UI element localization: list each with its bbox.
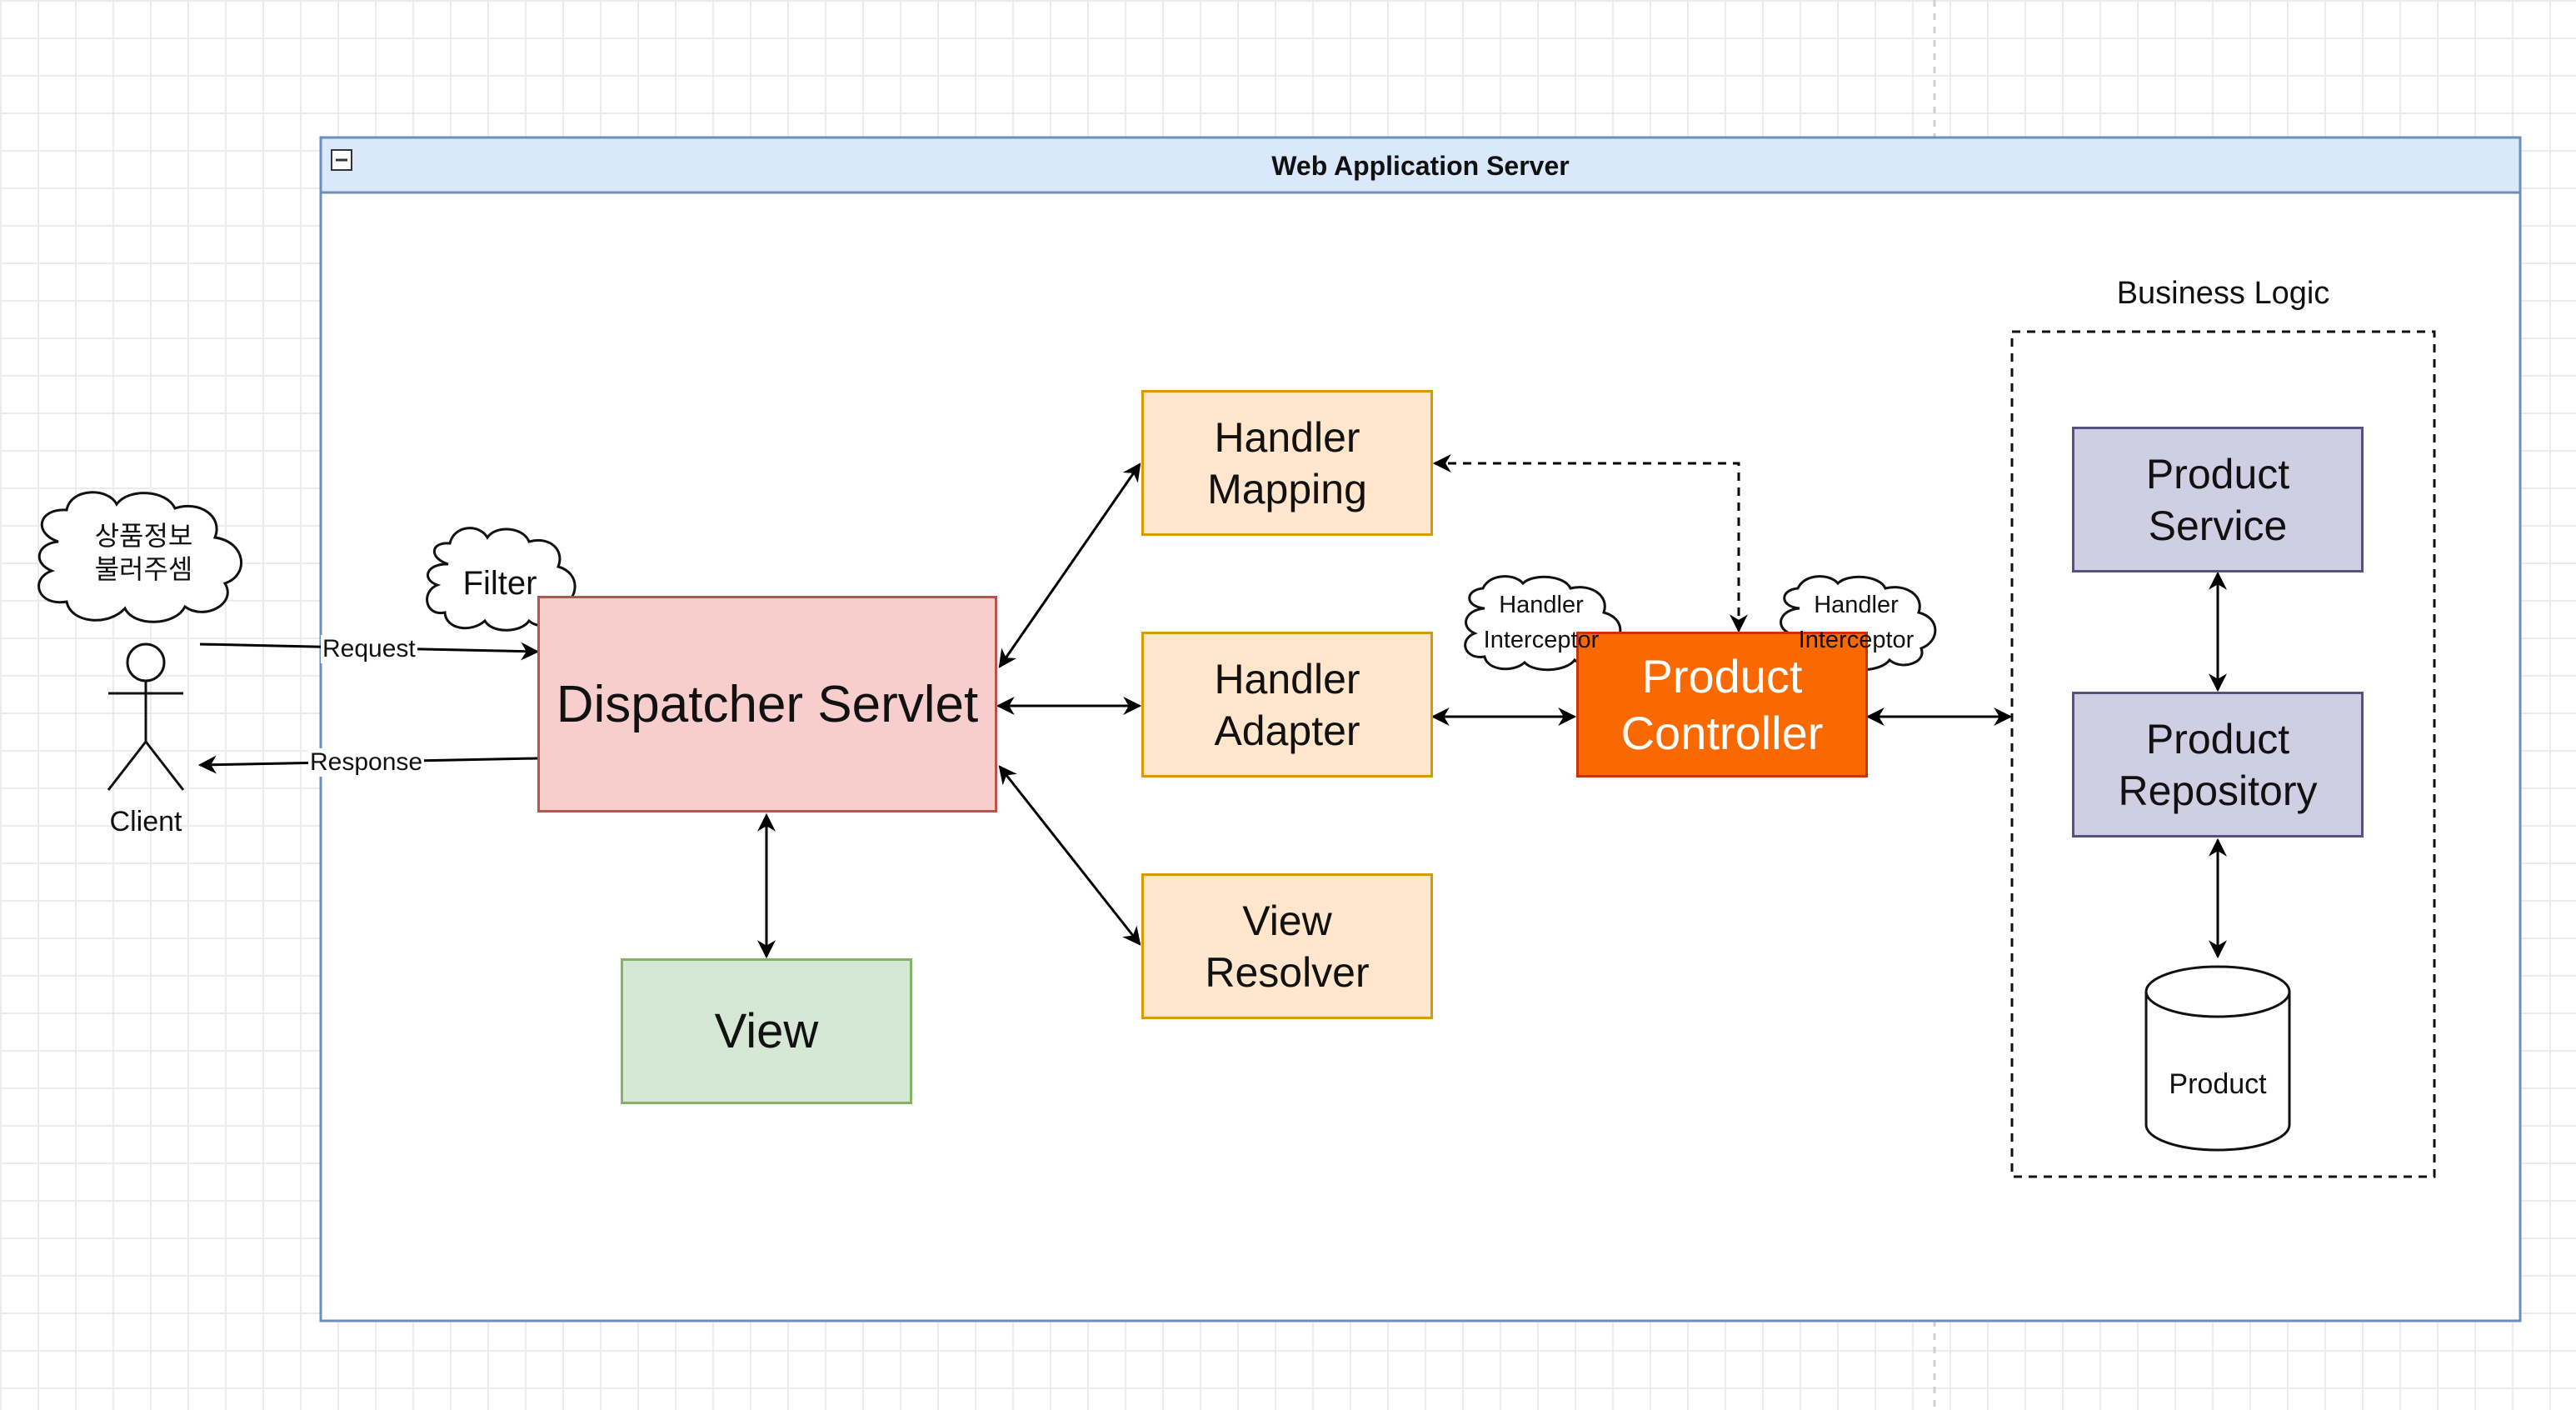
handler-adapter-node[interactable]: Handler Adapter — [1141, 632, 1433, 778]
edge-servlet-mapping — [998, 462, 1141, 668]
edge-servlet-resolver — [998, 765, 1141, 946]
container-header — [319, 136, 2522, 194]
product-repository-node[interactable]: Product Repository — [2072, 692, 2364, 838]
interceptor-left-label: Handler Interceptor — [1483, 592, 1600, 653]
product-service-node[interactable]: Product Service — [2072, 427, 2364, 572]
collapse-icon[interactable] — [331, 149, 352, 171]
filter-cloud-label: Filter — [462, 565, 537, 602]
client-label: Client — [109, 806, 182, 838]
business-logic-group — [2010, 330, 2436, 1178]
response-label: Response — [308, 748, 425, 777]
business-logic-title: Business Logic — [2116, 276, 2330, 311]
interceptor-right-label: Handler Interceptor — [1798, 592, 1915, 653]
thought-cloud-icon — [37, 491, 242, 623]
handler-mapping-node[interactable]: Handler Mapping — [1141, 390, 1433, 536]
dispatcher-servlet-node[interactable]: Dispatcher Servlet — [537, 596, 997, 812]
thought-cloud-label: 상품정보 불러주셈 — [94, 521, 193, 584]
client-actor-icon — [107, 642, 185, 791]
edge-controller-mapping — [1432, 454, 1748, 633]
product-db-label: Product — [2169, 1068, 2267, 1100]
container-title: Web Application Server — [1271, 151, 1570, 181]
product-controller-node[interactable]: Product Controller — [1576, 632, 1868, 778]
product-db-cylinder — [2144, 965, 2291, 1152]
request-label: Request — [321, 635, 417, 663]
view-resolver-node[interactable]: View Resolver — [1141, 873, 1433, 1019]
view-node[interactable]: View — [621, 958, 912, 1104]
